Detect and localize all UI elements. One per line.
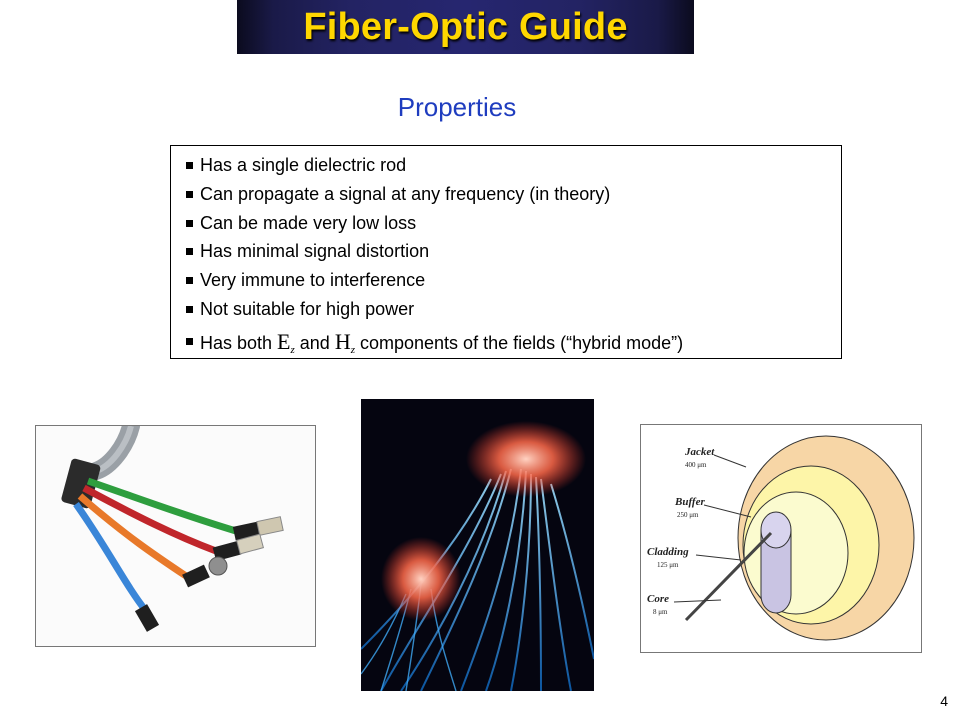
fiber-cables-photo: [35, 425, 316, 647]
property-item: Can be made very low loss: [186, 209, 841, 238]
section-heading: Properties: [397, 92, 517, 122]
label-core-dimension: 8 μm: [653, 608, 668, 616]
property-item: Has a single dielectric rod: [186, 151, 841, 180]
h-field-symbol: H: [334, 328, 351, 354]
label-buffer: Buffer: [674, 496, 705, 508]
property-item-hybrid-mode: Has both Ez and Hz components of the fie…: [186, 324, 841, 360]
text-suffix: components of the fields (“hybrid mode”): [355, 332, 684, 353]
fiber-bundle-illustration: [361, 399, 594, 691]
e-field-symbol: E: [277, 328, 291, 354]
property-item: Can propagate a signal at any frequency …: [186, 180, 841, 209]
fiber-bundle-photo: [361, 399, 594, 691]
property-item: Not suitable for high power: [186, 295, 841, 324]
label-core: Core: [647, 593, 669, 605]
e-field-subscript: z: [290, 343, 295, 356]
properties-box: Has a single dielectric rod Can propagat…: [170, 145, 842, 359]
properties-list: Has a single dielectric rod Can propagat…: [186, 151, 841, 360]
slide-title: Fiber-Optic Guide: [303, 5, 628, 48]
label-jacket: Jacket: [684, 446, 715, 458]
label-cladding: Cladding: [647, 546, 689, 558]
cross-section-illustration: Jacket 400 μm Buffer 250 μm Cladding 125…: [641, 425, 921, 652]
fiber-cables-illustration: [36, 426, 315, 646]
label-buffer-dimension: 250 μm: [677, 511, 699, 519]
title-bar: Fiber-Optic Guide: [237, 0, 694, 54]
fiber-cross-section-diagram: Jacket 400 μm Buffer 250 μm Cladding 125…: [640, 424, 922, 653]
h-field-subscript: z: [350, 343, 355, 356]
label-cladding-dimension: 125 μm: [657, 561, 679, 569]
text-middle: and: [294, 332, 335, 353]
text-prefix: Has both: [200, 332, 278, 353]
label-jacket-dimension: 400 μm: [685, 461, 707, 469]
page-number: 4: [940, 693, 948, 709]
property-item: Has minimal signal distortion: [186, 237, 841, 266]
property-item: Very immune to interference: [186, 266, 841, 295]
